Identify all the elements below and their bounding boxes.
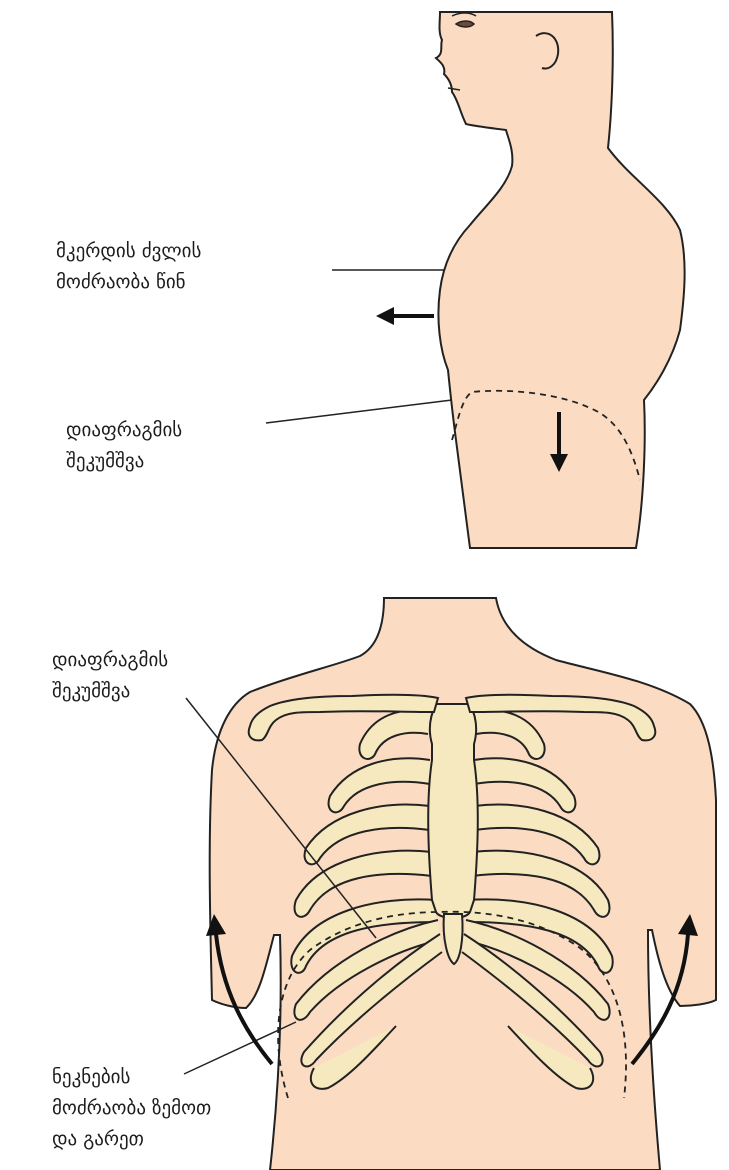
label-line: შეკუმშვა: [52, 676, 168, 707]
label-line: დიაფრაგმის: [66, 415, 182, 446]
label-line: დიაფრაგმის: [52, 645, 168, 676]
diaphragm-contraction-front-label: დიაფრაგმის შეკუმშვა: [52, 645, 168, 707]
label-line: მოძრაობა ზემოთ: [52, 1093, 211, 1124]
label-line: შეკუმშვა: [66, 446, 182, 477]
side-eye: [456, 21, 474, 27]
diaphragm-contraction-side-label: დიაფრაგმის შეკუმშვა: [66, 415, 182, 477]
side-diaphragm-leader-line: [266, 400, 452, 423]
label-line: და გარეთ: [52, 1124, 211, 1155]
sternum-movement-label: მკერდის ძვლის მოძრაობა წინ: [56, 236, 201, 298]
forward-arrow-icon: [376, 307, 434, 325]
label-line: მოძრაობა წინ: [56, 267, 201, 298]
rib-movement-label: ნეკნების მოძრაობა ზემოთ და გარეთ: [52, 1062, 211, 1155]
label-line: მკერდის ძვლის: [56, 236, 201, 267]
side-view-torso: [266, 12, 685, 548]
label-line: ნეკნების: [52, 1062, 211, 1093]
front-view-torso: [184, 598, 716, 1170]
sternum: [428, 704, 478, 918]
